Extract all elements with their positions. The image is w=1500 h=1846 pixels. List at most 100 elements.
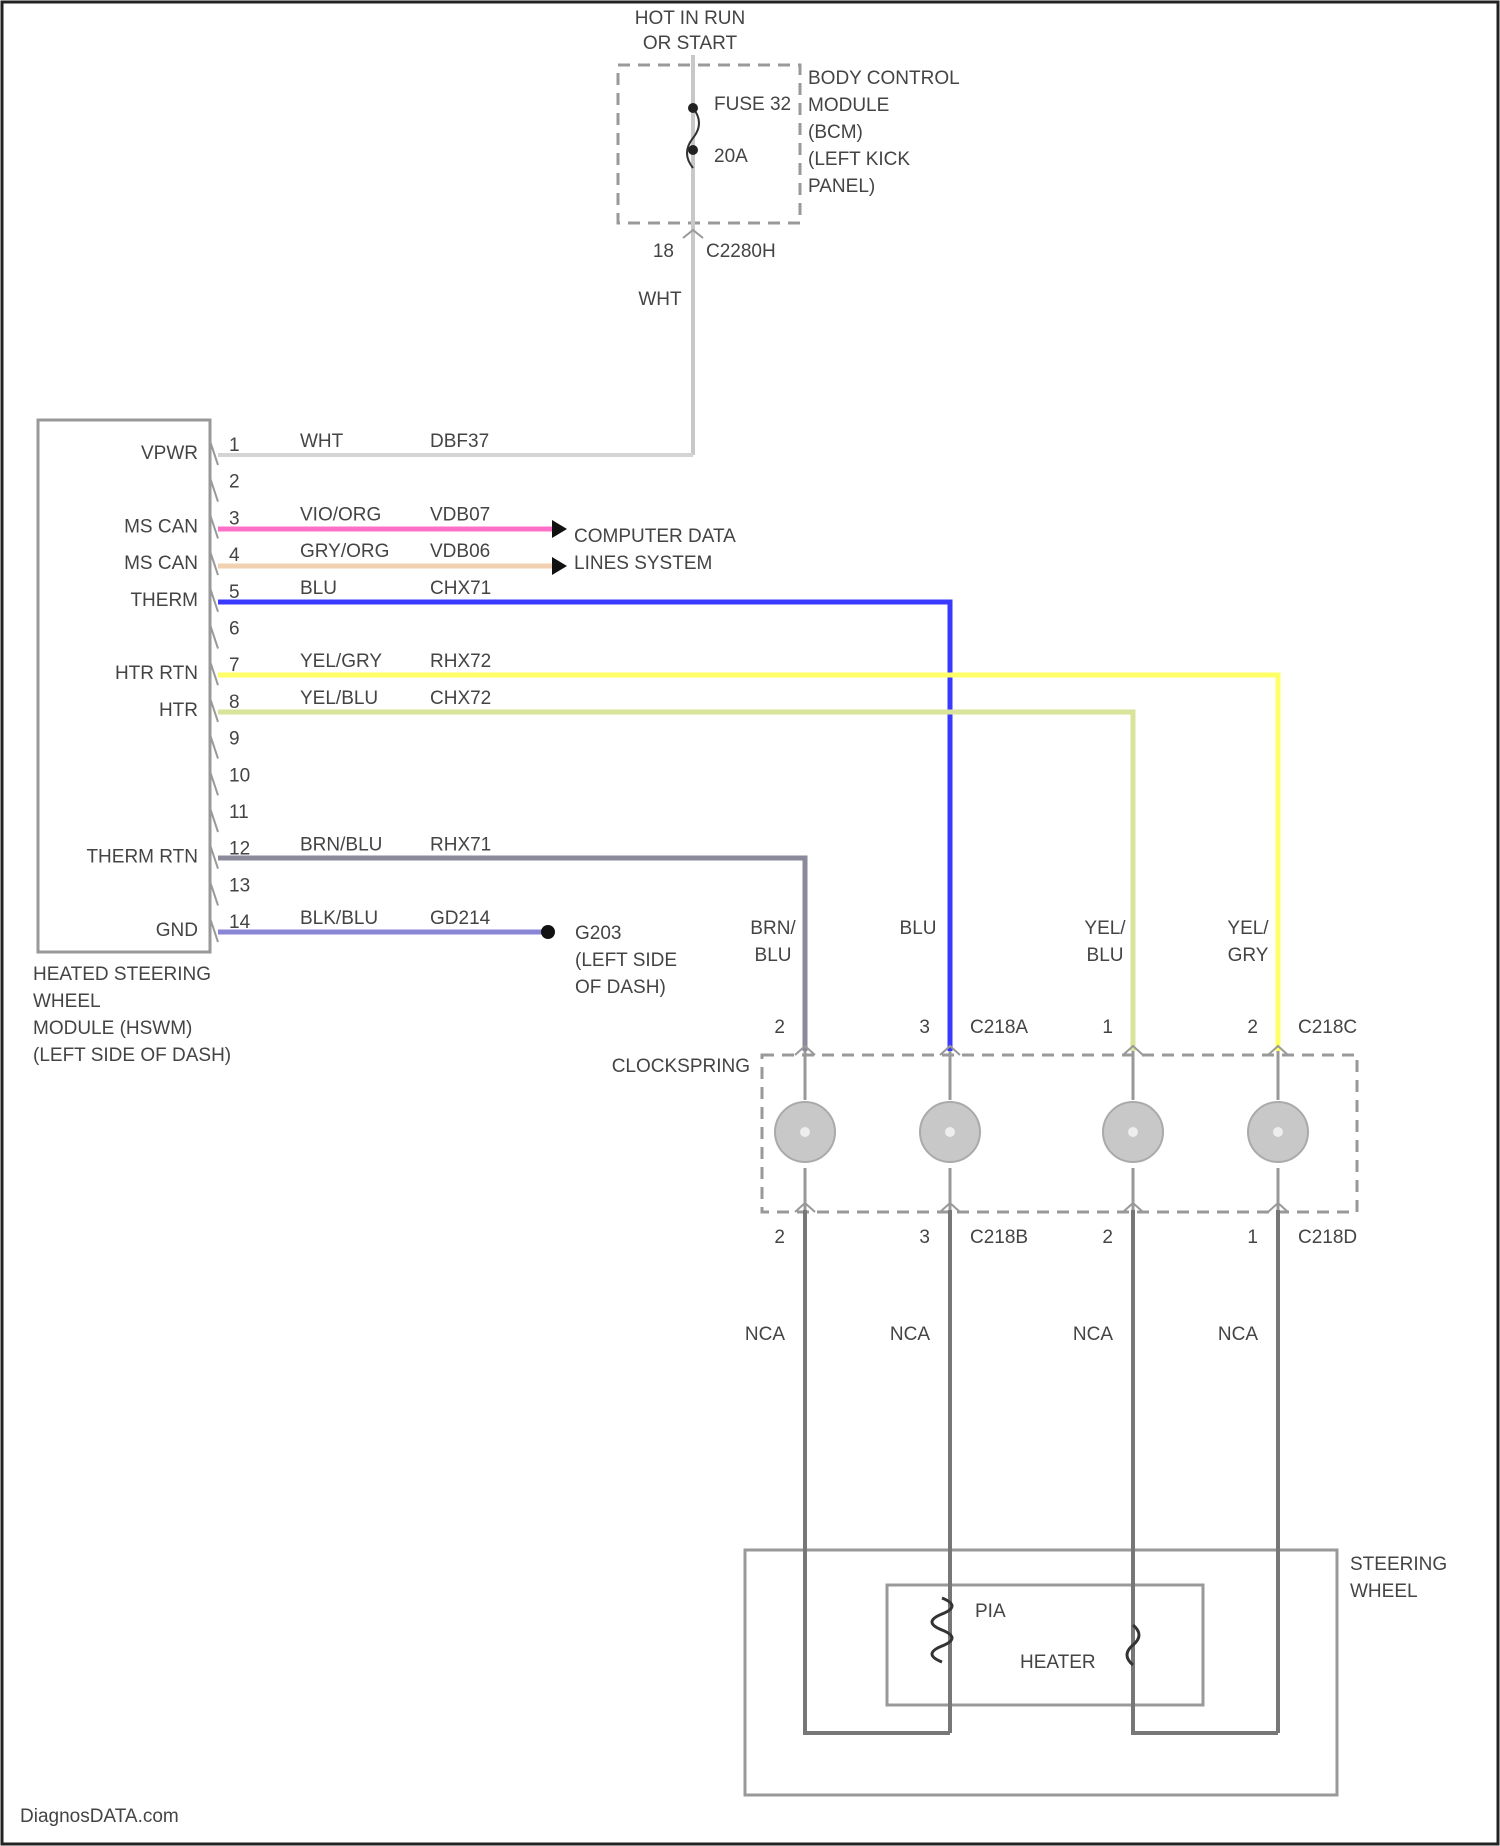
pin-number: 1 <box>229 435 240 456</box>
clockspring-coil-center <box>945 1127 955 1137</box>
clockspring-bottom-pin: 3 <box>919 1227 930 1248</box>
clockspring-top-pin: 2 <box>774 1017 785 1038</box>
hswm-box <box>38 420 210 952</box>
wheel-wire-1 <box>805 1210 950 1733</box>
fuse-terminal-top <box>688 103 698 113</box>
pin-circuit: VDB06 <box>430 541 490 562</box>
clockspring-bottom-pin: 2 <box>1102 1227 1113 1248</box>
clockspring-wire-label: BLU <box>1087 945 1124 966</box>
bcm-box <box>618 65 800 223</box>
connector-c218d: C218D <box>1298 1227 1357 1248</box>
clockspring-bottom-pin: 1 <box>1247 1227 1258 1248</box>
connector-c218a: C218A <box>970 1017 1028 1038</box>
power-label-line1: HOT IN RUN <box>635 8 745 29</box>
ground-line2: (LEFT SIDE <box>575 950 677 971</box>
connector-c218b: C218B <box>970 1227 1028 1248</box>
bcm-wire-color: WHT <box>638 289 682 310</box>
ground-line3: OF DASH) <box>575 977 666 998</box>
hswm-label-3: MODULE (HSWM) <box>33 1018 192 1039</box>
hswm-label-2: WHEEL <box>33 991 101 1012</box>
clockspring-wire-label: BLU <box>900 918 937 939</box>
pin-function: MS CAN <box>124 516 198 537</box>
clockspring-wire-label: YEL/ <box>1227 918 1269 939</box>
clockspring-wire-label: YEL/ <box>1084 918 1126 939</box>
pin-circuit: DBF37 <box>430 431 489 452</box>
clockspring-coil-center <box>1128 1127 1138 1137</box>
pin-number: 11 <box>229 802 249 823</box>
bcm-pin: 18 <box>653 241 674 262</box>
clockspring-label: CLOCKSPRING <box>612 1056 750 1077</box>
bcm-label-3: (BCM) <box>808 122 863 143</box>
pin-function: HTR RTN <box>115 663 198 684</box>
pia-label: PIA <box>975 1601 1006 1622</box>
pin-function: MS CAN <box>124 553 198 574</box>
wheel-wire-3 <box>1133 1210 1278 1733</box>
can-arrow-1 <box>552 520 567 538</box>
pin-wire-color: VIO/ORG <box>300 504 381 525</box>
clockspring-coil-center <box>800 1127 810 1137</box>
hswm-pin-layer: 1 VPWR WHT DBF37 2 3 MS CAN VIO/ORG VDB07 4 MS CAN… <box>86 431 491 942</box>
fuse-terminal-bottom <box>688 145 698 155</box>
clockspring-bottom-pin: 2 <box>774 1227 785 1248</box>
wire-pin12-therm-rtn <box>218 858 805 1051</box>
nca-label: NCA <box>1218 1324 1258 1345</box>
hswm-label-4: (LEFT SIDE OF DASH) <box>33 1045 231 1066</box>
pin-number: 9 <box>229 729 240 750</box>
can-label-2: LINES SYSTEM <box>574 553 712 574</box>
pin-circuit: CHX71 <box>430 578 491 599</box>
pin-function: GND <box>156 920 198 941</box>
pin-number: 2 <box>229 472 240 493</box>
steering-wheel-label-2: WHEEL <box>1350 1581 1418 1602</box>
power-label-line2: OR START <box>643 33 738 54</box>
pin-number: 3 <box>229 508 240 529</box>
pin-circuit: RHX72 <box>430 651 491 672</box>
fuse-rating: 20A <box>714 146 748 167</box>
pin-circuit: GD214 <box>430 908 491 929</box>
clockspring-top-pin: 3 <box>919 1017 930 1038</box>
clockspring-wire-label: BLU <box>755 945 792 966</box>
nca-label: NCA <box>1073 1324 1113 1345</box>
clockspring-wire-label: BRN/ <box>750 918 796 939</box>
clockspring-top-pin: 1 <box>1102 1017 1113 1038</box>
pin-number: 4 <box>229 545 240 566</box>
nca-label: NCA <box>890 1324 930 1345</box>
bcm-connector: C2280H <box>706 241 776 262</box>
pin-circuit: CHX72 <box>430 688 491 709</box>
steering-wheel-label-1: STEERING <box>1350 1554 1447 1575</box>
wire-pin7-htr-rtn <box>218 675 1278 1051</box>
bcm-label-4: (LEFT KICK <box>808 149 910 170</box>
bcm-label-1: BODY CONTROL <box>808 68 960 89</box>
can-arrow-2 <box>552 557 567 575</box>
pin-number: 13 <box>229 875 250 896</box>
wire-pin8-htr <box>218 712 1133 1051</box>
can-label-1: COMPUTER DATA <box>574 526 736 547</box>
pin-wire-color: GRY/ORG <box>300 541 389 562</box>
hswm-label-1: HEATED STEERING <box>33 964 211 985</box>
pin-wire-color: BLU <box>300 578 337 599</box>
ground-name: G203 <box>575 923 621 944</box>
ground-icon <box>541 925 555 939</box>
bcm-label-2: MODULE <box>808 95 889 116</box>
pin-function: HTR <box>159 700 198 721</box>
heater-label: HEATER <box>1020 1652 1096 1673</box>
heater-box <box>887 1585 1203 1705</box>
clockspring-wire-label: GRY <box>1228 945 1269 966</box>
fuse-name: FUSE 32 <box>714 94 791 115</box>
pin-function: THERM <box>130 590 198 611</box>
pin-wire-color: WHT <box>300 431 344 452</box>
pin-wire-color: YEL/BLU <box>300 688 378 709</box>
pin-wire-color: BRN/BLU <box>300 835 382 856</box>
pin-function: THERM RTN <box>86 847 198 868</box>
pin-wire-color: YEL/GRY <box>300 651 382 672</box>
watermark: DiagnosDATA.com <box>20 1806 179 1827</box>
clockspring-top-pin: 2 <box>1247 1017 1258 1038</box>
pin-wire-color: BLK/BLU <box>300 908 378 929</box>
pin-number: 10 <box>229 765 250 786</box>
pin-circuit: RHX71 <box>430 835 491 856</box>
connector-c218c: C218C <box>1298 1017 1357 1038</box>
pin-function: VPWR <box>141 443 198 464</box>
clockspring-coil-center <box>1273 1127 1283 1137</box>
pin-circuit: VDB07 <box>430 504 490 525</box>
